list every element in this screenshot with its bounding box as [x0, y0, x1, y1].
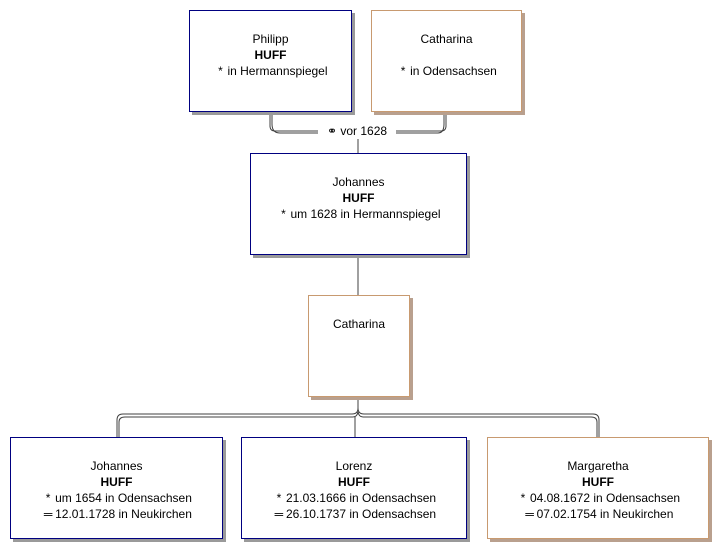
father-card[interactable]: Philipp HUFF * in Hermannspiegel — [189, 10, 352, 112]
father-surname: HUFF — [254, 48, 287, 62]
birth-symbol: * — [276, 491, 282, 505]
birth-symbol: * — [520, 491, 526, 505]
child-card-3[interactable]: Margaretha HUFF *04.08.1672 in Odensachs… — [487, 437, 709, 539]
child-card-1[interactable]: Johannes HUFF * um 1654 in Odensachsen ═1… — [10, 437, 223, 539]
birth-symbol: * — [218, 64, 223, 78]
child-3-death: 07.02.1754 in Neukirchen — [536, 507, 674, 521]
child-1-given-name: Johannes — [90, 459, 143, 473]
child-1-death: 12.01.1728 in Neukirchen — [55, 507, 192, 521]
child-1-death-row: ═12.01.1728 in Neukirchen — [11, 506, 222, 522]
birth-symbol: * — [281, 207, 286, 221]
birth-symbol: * — [45, 491, 51, 505]
child-2-birth: 21.03.1666 in Odensachsen — [285, 491, 437, 505]
subject-surname: HUFF — [342, 191, 375, 205]
child-card-2[interactable]: Lorenz HUFF *21.03.1666 in Odensachsen ═… — [241, 437, 467, 539]
child-1-surname: HUFF — [100, 475, 133, 489]
marriage-icon: ⚭ — [326, 124, 337, 138]
child-2-given-name: Lorenz — [335, 459, 373, 473]
mother-birth-row: * in Odensachsen — [372, 63, 521, 79]
child-1-birth: um 1654 in Odensachsen — [55, 491, 192, 505]
child-3-birth: 04.08.1672 in Odensachsen — [529, 491, 681, 505]
death-symbol: ═ — [525, 507, 534, 521]
marriage-label: ⚭ vor 1628 — [318, 123, 396, 139]
subject-birth-row: * um 1628 in Hermannspiegel — [251, 206, 466, 222]
child-1-birth-row: * um 1654 in Odensachsen — [11, 490, 222, 506]
subject-birth: um 1628 in Hermannspiegel — [290, 207, 441, 221]
children-bar-inner — [118, 411, 598, 437]
child-2-surname: HUFF — [338, 475, 370, 489]
child-3-death-row: ═07.02.1754 in Neukirchen — [488, 506, 708, 522]
child-3-given-name: Margaretha — [567, 459, 629, 473]
spouse-given-name: Catharina — [332, 317, 386, 331]
subject-given-name: Johannes — [332, 175, 385, 189]
child-2-death: 26.10.1737 in Odensachsen — [285, 507, 437, 521]
father-birth-row: * in Hermannspiegel — [190, 63, 351, 79]
father-given-name: Philipp — [252, 32, 289, 46]
death-symbol: ═ — [43, 507, 53, 521]
subject-card[interactable]: Johannes HUFF * um 1628 in Hermannspiegel — [250, 153, 467, 255]
child-3-surname: HUFF — [582, 475, 614, 489]
father-birth: in Hermannspiegel — [227, 64, 328, 78]
death-symbol: ═ — [274, 507, 284, 521]
mother-given-name: Catharina — [420, 32, 473, 46]
child-2-birth-row: *21.03.1666 in Odensachsen — [242, 490, 466, 506]
mother-card[interactable]: Catharina * in Odensachsen — [371, 10, 522, 112]
spouse-card[interactable]: Catharina — [308, 295, 410, 397]
children-bar — [116, 407, 600, 437]
mother-birth: in Odensachsen — [410, 64, 497, 78]
marriage-date: vor 1628 — [340, 124, 388, 138]
birth-symbol: * — [400, 64, 406, 78]
child-2-death-row: ═26.10.1737 in Odensachsen — [242, 506, 466, 522]
child-3-birth-row: *04.08.1672 in Odensachsen — [488, 490, 708, 506]
